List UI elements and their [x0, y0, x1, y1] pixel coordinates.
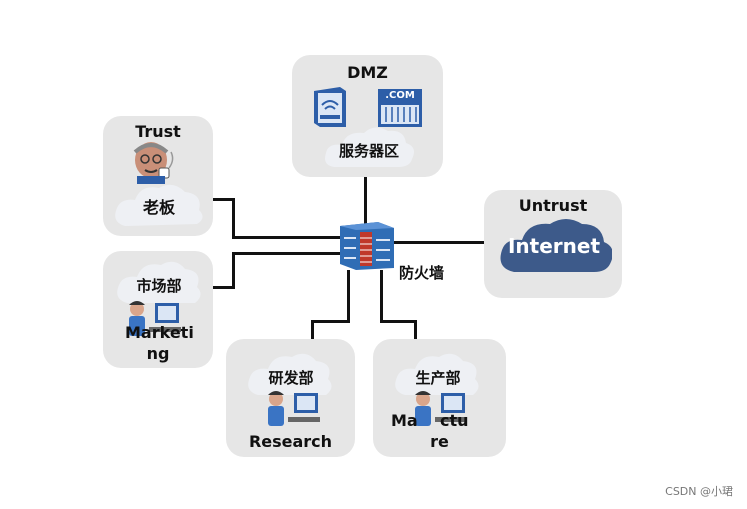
firewall-icon: [338, 218, 396, 272]
wire-untrust: [394, 241, 486, 244]
cloud-research-label: 研发部: [268, 369, 314, 387]
wire-research-v1: [347, 270, 350, 322]
wire-manufacture-h: [380, 320, 416, 323]
cloud-research: 研发部: [244, 349, 338, 399]
firewall-label: 防火墙: [399, 264, 445, 282]
zone-trust: Trust 老板: [103, 116, 213, 236]
zone-marketing-label-1: Marketi: [125, 323, 194, 342]
server-icon: [310, 85, 350, 129]
wire-research-v2: [311, 320, 314, 340]
wire-marketing-v: [232, 252, 235, 289]
wire-marketing-h2: [232, 252, 340, 255]
wire-trust-h2: [232, 236, 340, 239]
wire-trust-h1: [212, 198, 234, 201]
zone-manufacture-label-1: Ma ctu: [391, 411, 469, 430]
wire-trust-v: [232, 198, 235, 238]
internet-label: Internet: [507, 234, 601, 258]
zone-dmz: DMZ .COM 服务器区: [292, 55, 443, 177]
cloud-trust-label: 老板: [142, 198, 175, 217]
cloud-marketing-label: 市场部: [136, 277, 182, 295]
zone-manufacture-label-2: re: [430, 432, 449, 451]
zone-research-label: Research: [248, 432, 333, 451]
employee-workstation-icon: [125, 299, 187, 339]
wire-manufacture-v2: [414, 320, 417, 340]
employee-workstation-icon: [264, 389, 326, 429]
zone-dmz-title: DMZ: [347, 63, 388, 82]
web-server-label: .COM: [385, 90, 415, 101]
cloud-manufacture-label: 生产部: [415, 369, 461, 387]
boss-avatar-icon: [129, 140, 177, 184]
zone-untrust-title: Untrust: [518, 196, 588, 215]
zone-research: 研发部 Research: [226, 339, 355, 457]
watermark: CSDN @小珺: [665, 485, 733, 498]
zone-untrust: Untrust Internet: [484, 190, 622, 298]
zone-manufacture: 生产部 Ma ctu re: [373, 339, 506, 457]
web-server-icon: .COM: [376, 87, 424, 129]
wire-dmz: [364, 176, 367, 224]
cloud-trust: 老板: [111, 178, 207, 230]
zone-trust-title: Trust: [135, 122, 181, 141]
cloud-dmz-label: 服务器区: [338, 142, 399, 160]
wire-manufacture-v1: [380, 270, 383, 322]
cloud-manufacture: 生产部: [391, 349, 485, 399]
employee-workstation-icon: [411, 389, 473, 429]
wire-research-h: [311, 320, 350, 323]
zone-marketing-label-2: ng: [146, 344, 170, 363]
zone-marketing: 市场部 Marketi ng: [103, 251, 213, 368]
cloud-dmz: 服务器区: [320, 127, 418, 171]
cloud-marketing: 市场部: [113, 257, 205, 307]
wire-marketing-h1: [212, 286, 234, 289]
internet-cloud: Internet: [496, 216, 612, 278]
